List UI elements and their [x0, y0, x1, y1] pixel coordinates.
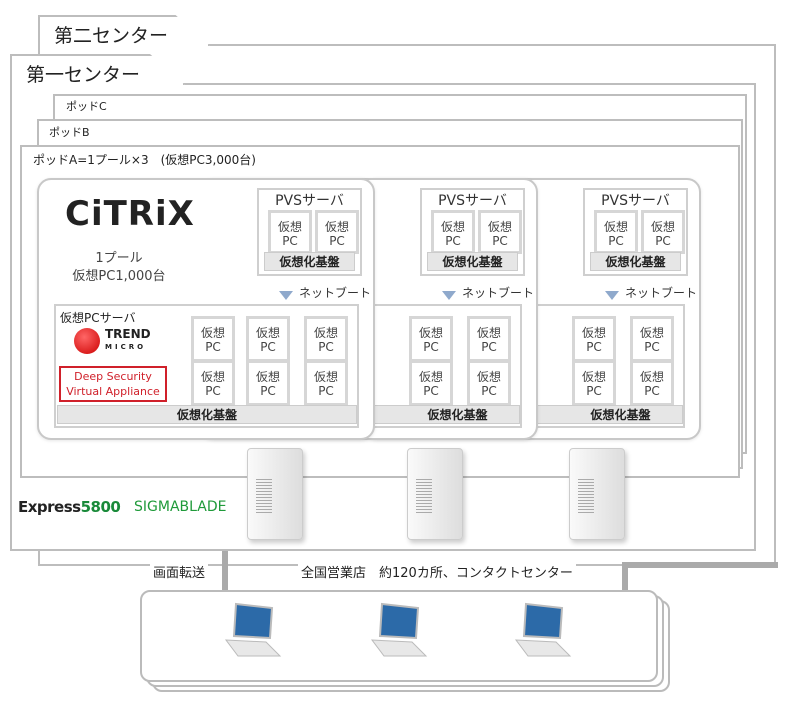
netboot-label: ネットブート	[605, 284, 697, 301]
arrow-down-icon	[605, 291, 619, 300]
first-center-tab: 第一センター	[10, 54, 185, 85]
screen-transfer-label: 画面転送	[150, 562, 209, 581]
second-center-tab: 第二センター	[38, 15, 210, 46]
server-icon	[247, 448, 303, 540]
laptop-icon	[370, 602, 428, 657]
vm-server-title: 仮想PCサーバ	[60, 311, 136, 325]
pod-a-label: ポッドA=1プール×3 (仮想PC3,000台)	[33, 153, 256, 167]
virtualization-base: 仮想化基盤	[590, 252, 681, 271]
sigmablade-logo: SIGMABLADE	[134, 499, 227, 515]
branches-label: 全国営業店 約120カ所、コンタクトセンター	[298, 562, 576, 581]
laptop-icon	[514, 602, 572, 657]
connector-line	[622, 566, 628, 593]
arrow-down-icon	[279, 291, 293, 300]
connector-line	[222, 551, 228, 593]
netboot-label: ネットブート	[279, 284, 371, 301]
laptop-icon	[224, 602, 282, 657]
server-icon	[407, 448, 463, 540]
pod-c-label: ポッドC	[66, 100, 107, 113]
arrow-down-icon	[442, 291, 456, 300]
virtualization-base: 仮想化基盤	[427, 252, 518, 271]
virtualization-base: 仮想化基盤	[264, 252, 355, 271]
pool-description: 1プール仮想PC1,000台	[72, 251, 166, 284]
server-icon	[569, 448, 625, 540]
citrix-logo: CiTRiX	[65, 194, 195, 234]
express5800-logo: Express5800	[18, 498, 121, 516]
virtualization-base: 仮想化基盤	[57, 405, 357, 424]
connector-line	[622, 562, 778, 568]
pod-b-label: ポッドB	[49, 126, 90, 139]
netboot-label: ネットブート	[442, 284, 534, 301]
